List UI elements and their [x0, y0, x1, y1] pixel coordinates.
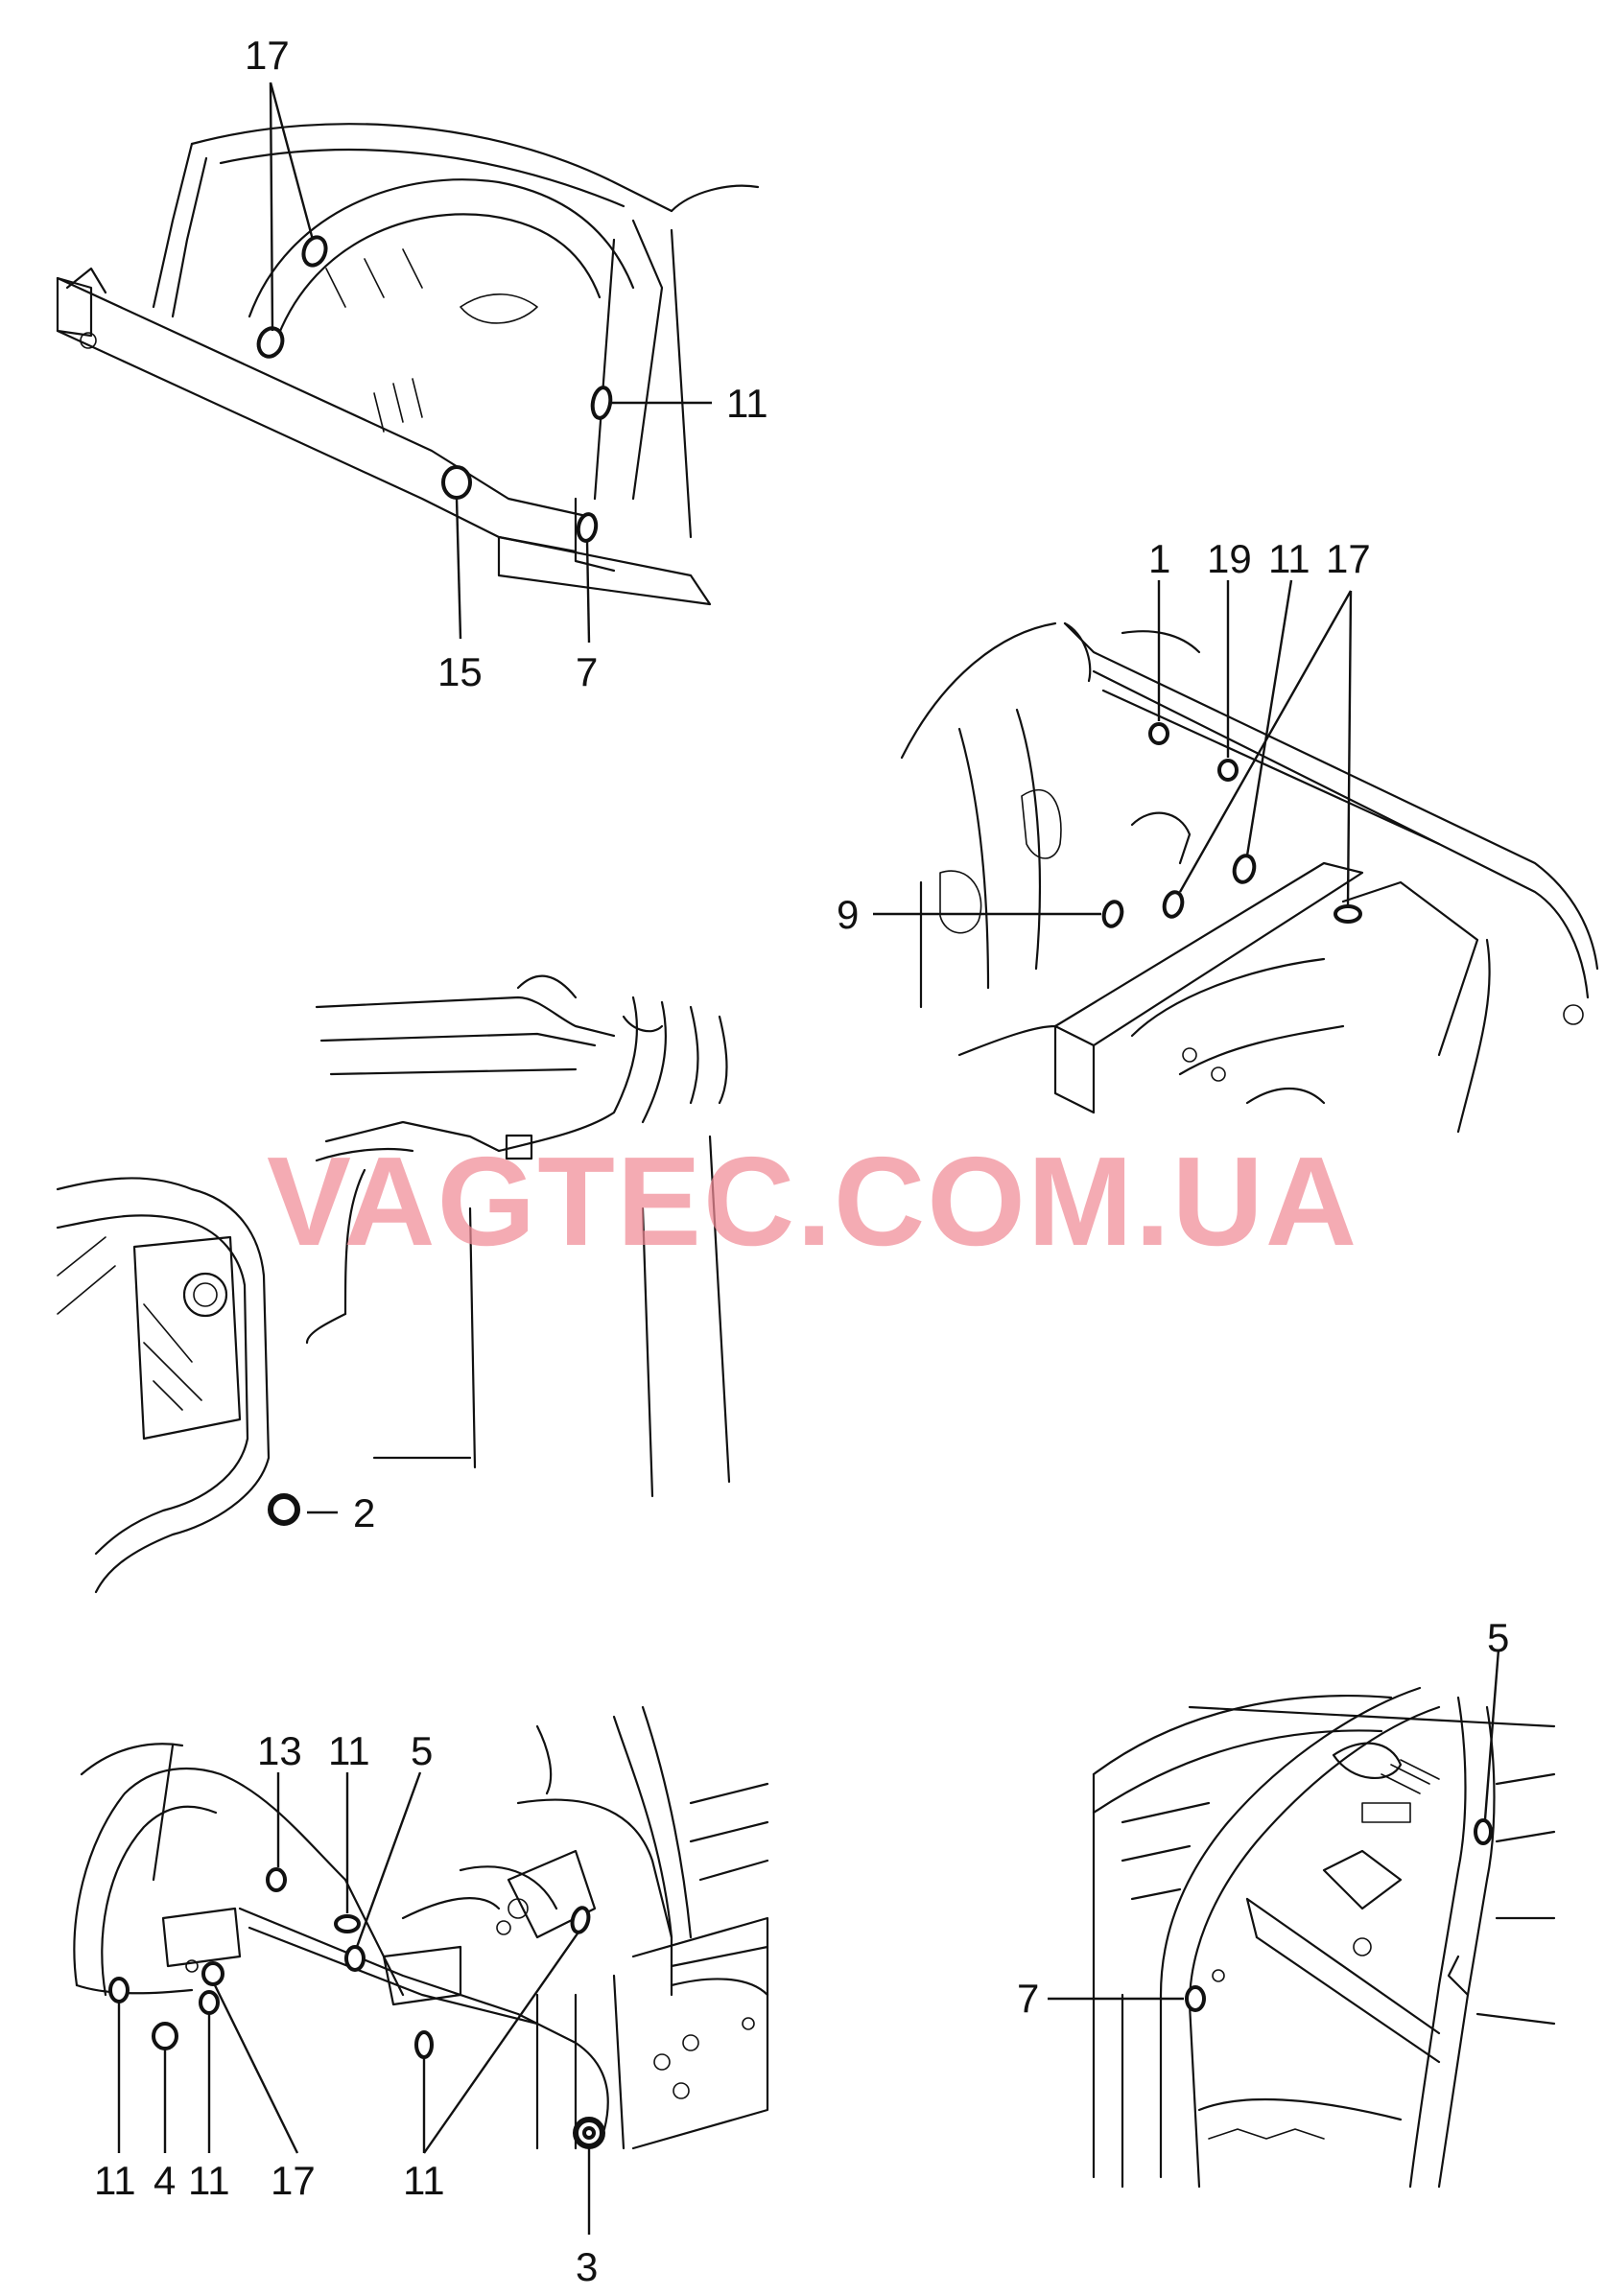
hole-v2-1 [1148, 722, 1169, 745]
view-pillar-side-panel [56, 974, 731, 1594]
hole-v4-4 [152, 2022, 178, 2050]
hole-v4-11e [570, 1906, 591, 1934]
hole-v1-17b [256, 326, 285, 359]
hole-v2-17b [1334, 904, 1362, 924]
callout-v4-17: 17 [271, 2158, 316, 2203]
view-front-wheel-housing [56, 123, 760, 606]
hole-v1-17a [301, 235, 328, 268]
hole-v4-11d [414, 2030, 434, 2059]
hole-v2-9 [1101, 900, 1124, 928]
hole-v1-15 [441, 465, 472, 500]
callout-v2-11: 11 [1268, 536, 1310, 581]
hole-v4-11c [199, 1990, 220, 2015]
callout-v4-13: 13 [257, 1728, 302, 1773]
callout-v3-2: 2 [353, 1490, 375, 1535]
hole-v4-5 [344, 1945, 366, 1972]
watermark-text: VAGTEC.COM.UA [267, 1131, 1358, 1272]
callout-v1-11: 11 [726, 381, 768, 426]
hole-v5-5 [1474, 1818, 1493, 1845]
callout-v1-17: 17 [245, 33, 290, 78]
view-rear-floor-side [900, 621, 1599, 1134]
view-center-pillar [1092, 1686, 1556, 2189]
hole-v1-7 [576, 512, 599, 543]
callout-v2-17: 17 [1326, 536, 1371, 581]
callout-v2-9: 9 [837, 892, 859, 937]
callout-v4-11c: 11 [188, 2158, 230, 2203]
hole-v4-13 [266, 1867, 287, 1892]
callout-v1-15: 15 [437, 649, 483, 694]
hole-v4-17 [201, 1961, 224, 1986]
callout-v4-4: 4 [153, 2158, 176, 2203]
callout-v2-1: 1 [1148, 536, 1170, 581]
callout-v5-7: 7 [1017, 1976, 1039, 2021]
hole-v5-7 [1185, 1985, 1206, 2012]
callout-v4-5: 5 [411, 1728, 433, 1773]
callout-v1-7: 7 [576, 649, 598, 694]
callout-v5-5: 5 [1487, 1615, 1509, 1660]
hole-v1-11 [590, 386, 613, 420]
plug-v3-2 [268, 1493, 300, 1526]
callout-v4-11b: 11 [94, 2158, 136, 2203]
callout-v4-11a: 11 [328, 1728, 370, 1773]
hole-v2-17a [1162, 890, 1185, 919]
hole-v2-11 [1232, 854, 1257, 884]
hole-v4-11a [334, 1914, 361, 1933]
hole-v4-11b [108, 1977, 130, 2003]
callout-v2-19: 19 [1207, 536, 1252, 581]
callout-v4-11d: 11 [403, 2158, 445, 2203]
view-rear-wheel-housing [73, 1705, 769, 2150]
callout-v4-3: 3 [576, 2244, 598, 2289]
hole-v2-19 [1217, 759, 1239, 782]
